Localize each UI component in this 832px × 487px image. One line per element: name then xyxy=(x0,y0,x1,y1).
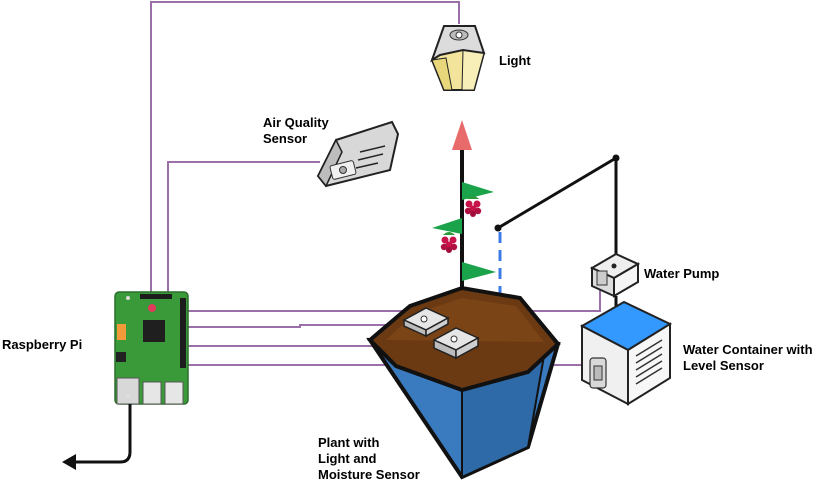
plant-label-line3: Moisture Sensor xyxy=(318,467,420,482)
irrigation-arm xyxy=(494,154,620,312)
light-sensor-icon xyxy=(402,307,450,338)
cable-arrow-icon xyxy=(62,454,76,470)
raspberry-pi-board-icon xyxy=(114,291,189,405)
moisture-sensor-icon xyxy=(432,327,480,360)
leaf-flag-middle xyxy=(432,218,462,234)
water-container-icon xyxy=(579,300,673,406)
wire-pi-pump xyxy=(188,280,601,312)
plant-pot-icon xyxy=(366,285,561,480)
pi-output-cable xyxy=(68,404,132,464)
wire-pi-light-sensor xyxy=(188,324,418,328)
raspberry-icon xyxy=(464,196,482,217)
wire-pi-air-sensor xyxy=(167,161,320,292)
raspberry-icon xyxy=(440,232,458,253)
growth-arrow-icon xyxy=(452,120,472,150)
light-label: Light xyxy=(499,53,531,68)
air-quality-sensor-icon xyxy=(316,120,400,188)
light-bulb-icon xyxy=(430,25,486,91)
plant-label-line1: Plant with xyxy=(318,435,379,450)
water-pump-label: Water Pump xyxy=(644,266,719,281)
water-container-label-line1: Water Container with xyxy=(683,342,813,357)
air-quality-label-line1: Air Quality xyxy=(263,115,330,130)
water-pump-icon xyxy=(589,252,641,298)
air-quality-label-line2: Sensor xyxy=(263,131,307,146)
leaf-flag-bottom xyxy=(462,262,496,281)
leaf-flag-top xyxy=(462,182,494,200)
water-container-label-line2: Level Sensor xyxy=(683,358,764,373)
wire-pi-light xyxy=(150,1,460,292)
plant-label-line2: Light and xyxy=(318,451,377,466)
raspberry-pi-label: Raspberry Pi xyxy=(2,337,82,352)
